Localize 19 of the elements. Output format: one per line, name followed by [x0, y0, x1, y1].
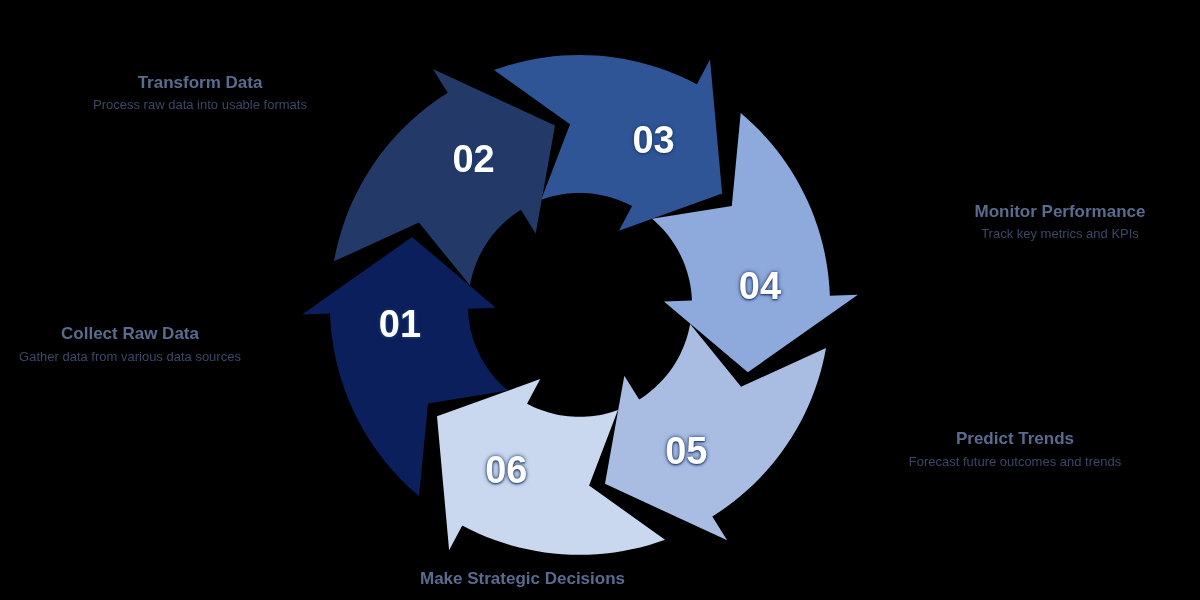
step-number: 06: [485, 451, 528, 490]
step-title: Predict Trends: [954, 428, 1076, 450]
arrow-segment: [494, 55, 723, 231]
step-title: Collect Raw Data: [60, 323, 200, 345]
step-number: 03: [632, 120, 675, 159]
arrow-segment: [437, 379, 666, 555]
step-description: Track key metrics and KPIs: [980, 225, 1140, 243]
step-number: 04: [738, 267, 782, 306]
arrow-segment: [333, 69, 555, 286]
step-number: 05: [665, 432, 708, 471]
step-description: Gather data from various data sources: [18, 348, 242, 366]
step-description: Process raw data into usable formats: [92, 96, 308, 114]
step-number: 01: [378, 304, 422, 343]
step-description: Forecast future outcomes and trends: [907, 453, 1123, 471]
step-title: Transform Data: [136, 72, 264, 94]
step-title: Make Strategic Decisions: [419, 568, 626, 590]
step-number: 02: [452, 139, 495, 178]
step-title: Monitor Performance: [973, 201, 1147, 223]
arrow-segment: [605, 324, 827, 541]
